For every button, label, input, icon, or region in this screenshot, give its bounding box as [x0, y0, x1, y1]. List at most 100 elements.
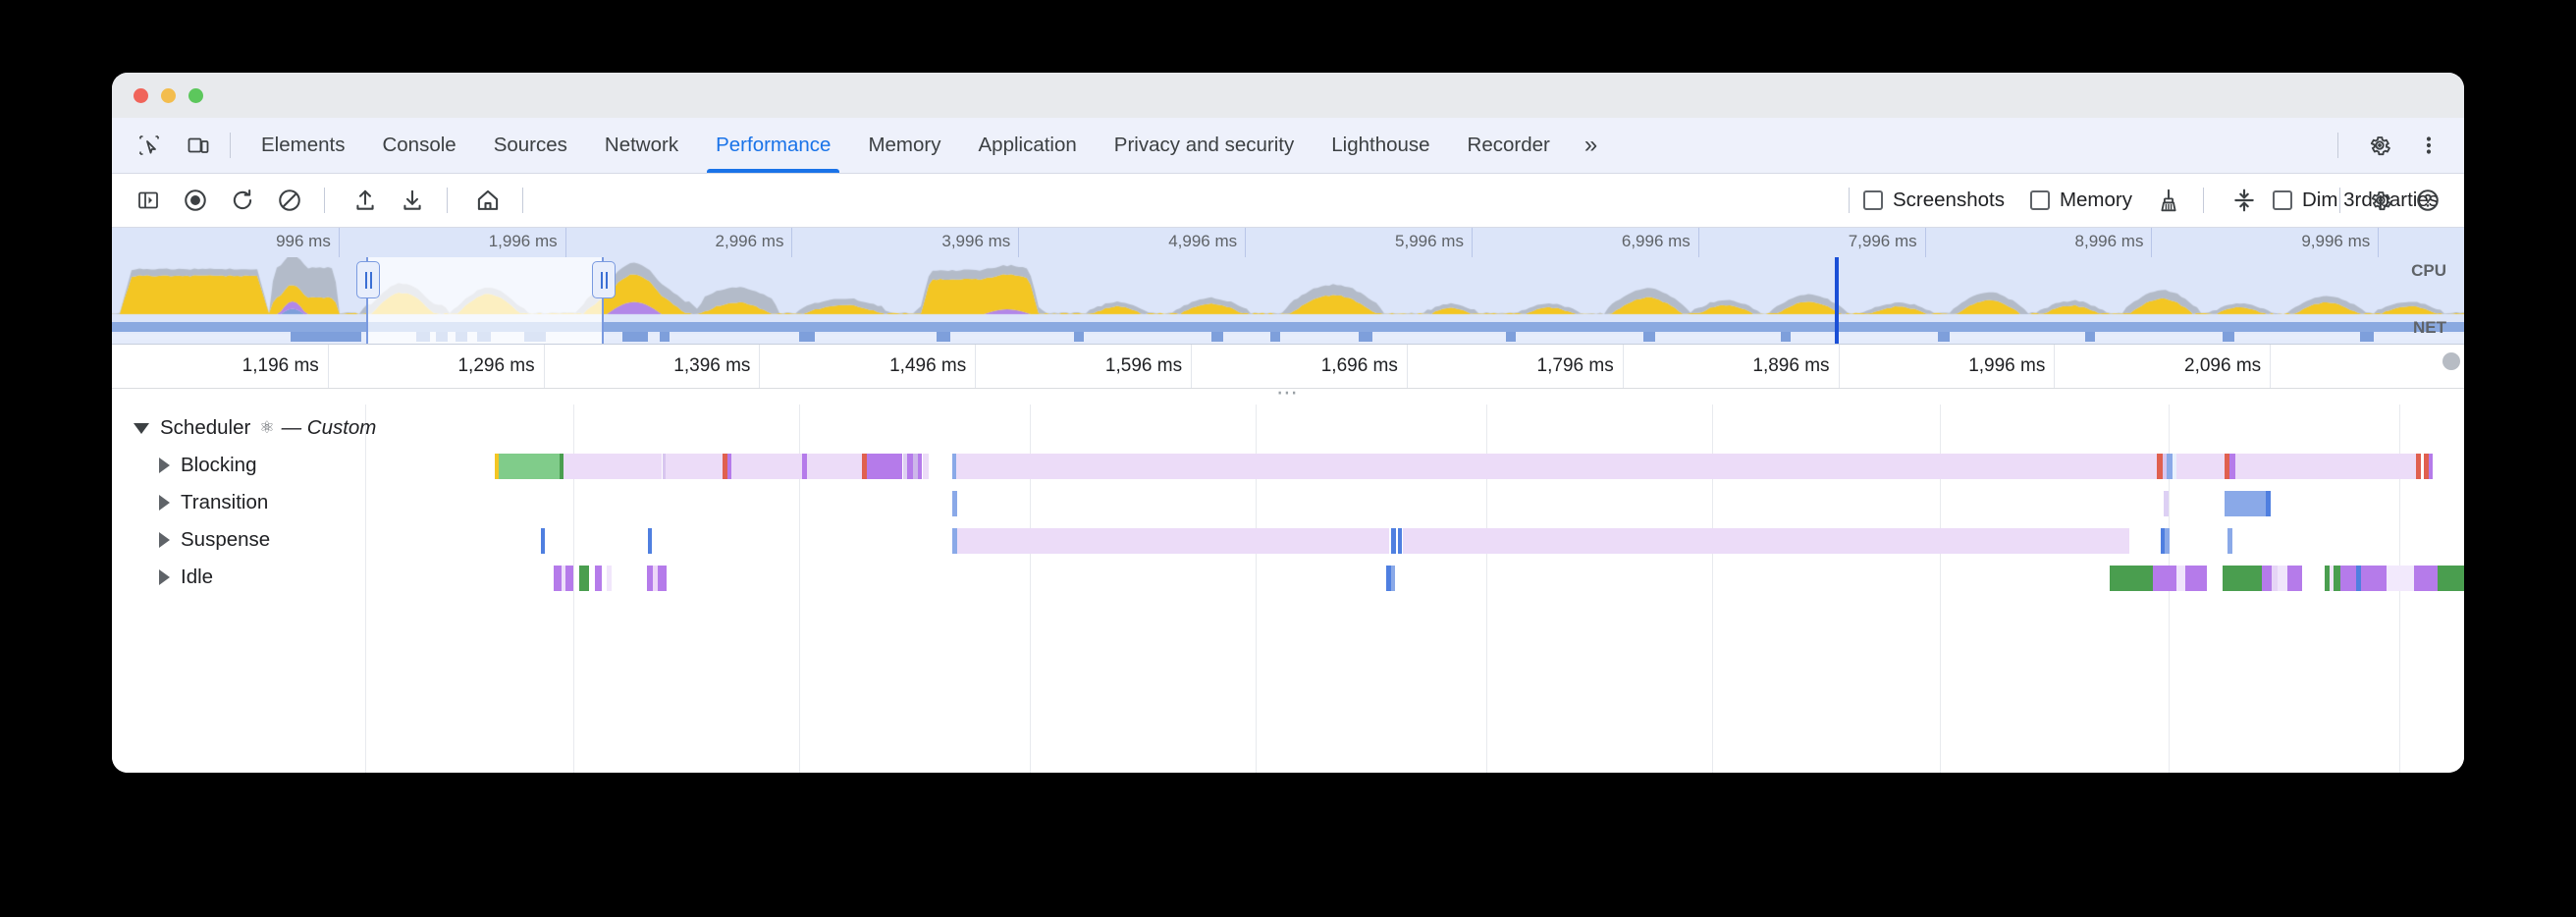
flame-event-blocking[interactable] — [2235, 454, 2416, 479]
horizontal-scrollbar-thumb[interactable] — [2442, 352, 2460, 370]
chevron-right-icon[interactable] — [159, 569, 170, 585]
flame-event-suspense[interactable] — [2165, 528, 2170, 554]
detail-tick-divider — [1191, 345, 1192, 388]
sidebar-toggle-icon[interactable] — [128, 180, 169, 221]
flame-event-idle[interactable] — [2110, 566, 2153, 591]
chevron-right-icon[interactable] — [159, 532, 170, 548]
window-close-button[interactable] — [134, 88, 148, 103]
flame-event-idle[interactable] — [2153, 566, 2176, 591]
flame-event-idle[interactable] — [2185, 566, 2207, 591]
flame-chart[interactable]: Scheduler ⚛ — Custom Blocking Transition… — [112, 405, 2464, 773]
flame-event-idle[interactable] — [2278, 566, 2287, 591]
chevron-right-icon[interactable] — [159, 495, 170, 511]
reload-and-record-icon[interactable] — [222, 180, 263, 221]
flame-event-idle[interactable] — [565, 566, 573, 591]
flame-event-suspense[interactable] — [1391, 528, 1396, 554]
flame-event-transition[interactable] — [2225, 491, 2266, 516]
home-icon[interactable] — [467, 180, 509, 221]
screenshots-checkbox[interactable]: Screenshots — [1863, 189, 2005, 212]
tab-performance[interactable]: Performance — [697, 118, 849, 173]
flame-event-transition[interactable] — [2266, 491, 2271, 516]
window-minimize-button[interactable] — [161, 88, 176, 103]
flame-event-idle[interactable] — [554, 566, 562, 591]
flame-event-suspense[interactable] — [2227, 528, 2232, 554]
overview-window-selection[interactable] — [112, 257, 2464, 344]
flame-event-suspense[interactable] — [648, 528, 652, 554]
tab-sources[interactable]: Sources — [475, 118, 586, 173]
flame-event-suspense[interactable] — [1398, 528, 1402, 554]
detail-tick-label: 1,296 ms — [457, 355, 543, 377]
clear-icon[interactable] — [269, 180, 310, 221]
tabbar-divider — [230, 133, 231, 158]
resize-dragger-handle[interactable]: ⋯ — [1276, 385, 1300, 401]
tab-recorder[interactable]: Recorder — [1449, 118, 1569, 173]
more-options-kebab-icon[interactable] — [2409, 126, 2448, 165]
track-row-transition[interactable]: Transition — [112, 483, 2464, 522]
download-icon[interactable] — [392, 180, 433, 221]
flame-event-blocking[interactable] — [956, 454, 2208, 479]
tab-privacy-and-security[interactable]: Privacy and security — [1096, 118, 1313, 173]
more-tabs-chevron-icon[interactable]: » — [1569, 132, 1613, 159]
flame-event-idle[interactable] — [2387, 566, 2414, 591]
collapse-vertical-icon[interactable] — [2224, 180, 2265, 221]
flame-event-idle[interactable] — [2223, 566, 2262, 591]
detail-tick-divider — [759, 345, 760, 388]
flame-event-transition[interactable] — [952, 491, 957, 516]
flame-event-suspense[interactable] — [957, 528, 1389, 554]
tab-lighthouse[interactable]: Lighthouse — [1313, 118, 1448, 173]
track-label-idle[interactable]: Idle — [159, 558, 213, 597]
window-zoom-button[interactable] — [188, 88, 203, 103]
tab-application[interactable]: Application — [960, 118, 1096, 173]
settings-gear-icon[interactable] — [2360, 126, 2399, 165]
broom-icon[interactable] — [2148, 180, 2189, 221]
help-icon[interactable] — [2407, 180, 2448, 221]
tab-memory[interactable]: Memory — [849, 118, 959, 173]
record-icon[interactable] — [175, 180, 216, 221]
flame-event-blocking[interactable] — [2429, 454, 2433, 479]
tab-network[interactable]: Network — [586, 118, 697, 173]
flame-event-blocking[interactable] — [871, 454, 902, 479]
flame-event-idle[interactable] — [1391, 566, 1395, 591]
flame-event-idle[interactable] — [2334, 566, 2340, 591]
flame-event-idle[interactable] — [2340, 566, 2356, 591]
flame-event-blocking[interactable] — [918, 454, 922, 479]
flame-event-blocking[interactable] — [923, 454, 929, 479]
flame-event-idle[interactable] — [607, 566, 612, 591]
flame-event-blocking[interactable] — [807, 454, 862, 479]
track-group-scheduler[interactable]: Scheduler ⚛ — Custom — [112, 408, 2464, 448]
window-left-handle[interactable] — [356, 261, 380, 298]
flame-event-idle[interactable] — [2438, 566, 2464, 591]
capture-settings-gear-icon[interactable] — [2360, 180, 2401, 221]
flame-event-blocking[interactable] — [499, 454, 560, 479]
window-right-handle[interactable] — [592, 261, 616, 298]
track-label-suspense[interactable]: Suspense — [159, 520, 270, 560]
flame-event-idle[interactable] — [2414, 566, 2438, 591]
device-toolbar-icon[interactable] — [179, 126, 218, 165]
flame-event-idle[interactable] — [2287, 566, 2302, 591]
flame-event-blocking[interactable] — [2176, 454, 2226, 479]
flame-event-idle[interactable] — [658, 566, 667, 591]
flame-event-idle[interactable] — [2176, 566, 2185, 591]
flame-event-idle[interactable] — [2262, 566, 2272, 591]
track-group-header[interactable]: Scheduler ⚛ — Custom — [134, 408, 376, 448]
timeline-overview[interactable]: 996 ms1,996 ms2,996 ms3,996 ms4,996 ms5,… — [112, 228, 2464, 344]
inspect-icon[interactable] — [130, 126, 169, 165]
flame-event-idle[interactable] — [595, 566, 602, 591]
flame-event-transition[interactable] — [2164, 491, 2169, 516]
flame-event-blocking[interactable] — [731, 454, 802, 479]
flame-event-suspense[interactable] — [1403, 528, 2129, 554]
tab-elements[interactable]: Elements — [242, 118, 363, 173]
upload-icon[interactable] — [345, 180, 386, 221]
track-label-blocking[interactable]: Blocking — [159, 446, 257, 485]
tab-console[interactable]: Console — [363, 118, 474, 173]
chevron-right-icon[interactable] — [159, 458, 170, 473]
flame-event-suspense[interactable] — [541, 528, 545, 554]
flame-event-blocking[interactable] — [666, 454, 723, 479]
flame-event-blocking[interactable] — [564, 454, 662, 479]
flame-event-idle[interactable] — [579, 566, 589, 591]
memory-checkbox[interactable]: Memory — [2030, 189, 2132, 212]
flame-event-idle[interactable] — [2361, 566, 2387, 591]
track-label-transition[interactable]: Transition — [159, 483, 268, 522]
track-name: Transition — [181, 491, 268, 514]
chevron-down-icon[interactable] — [134, 423, 149, 434]
